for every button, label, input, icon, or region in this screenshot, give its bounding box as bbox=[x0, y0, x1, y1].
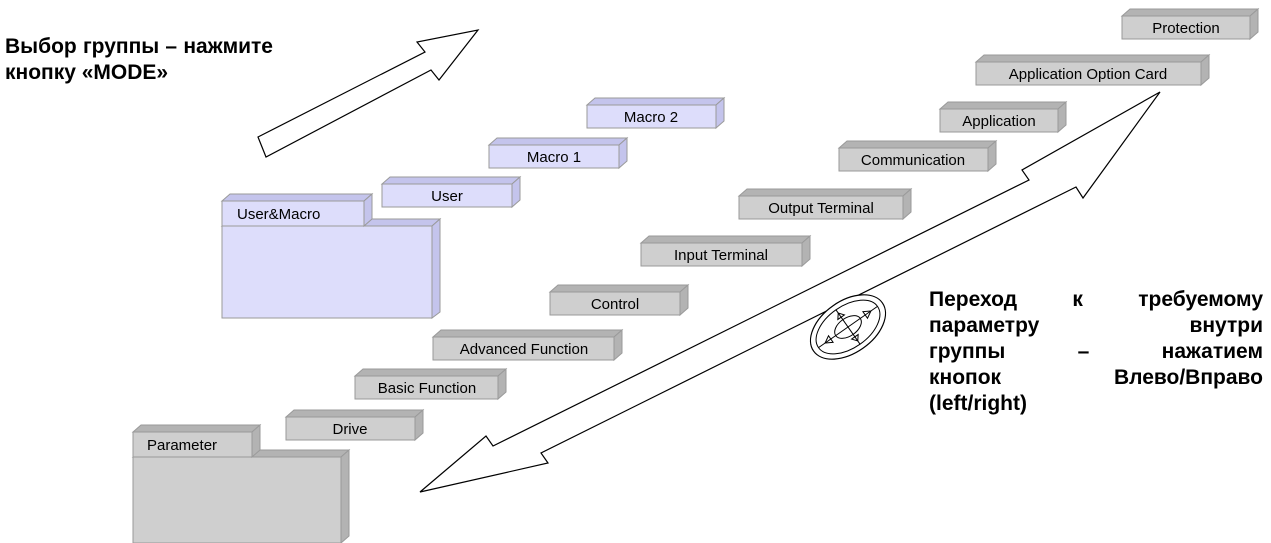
box-basic-function-label: Basic Function bbox=[378, 380, 476, 397]
navigation-keypad-icon bbox=[809, 294, 887, 360]
caption-navigate-line-4: кнопок Влево/Вправо bbox=[929, 366, 1263, 389]
box-application-option-card-label: Application Option Card bbox=[1009, 66, 1167, 83]
caption-navigate-line-5: (left/right) bbox=[929, 392, 1027, 415]
box-communication-label: Communication bbox=[861, 152, 965, 169]
box-communication: Communication bbox=[837, 139, 998, 173]
box-output-terminal-label: Output Terminal bbox=[768, 200, 874, 217]
caption-mode-line-2: кнопку «MODE» bbox=[5, 61, 169, 84]
folder-parameter-label: Parameter bbox=[147, 437, 217, 454]
box-drive: Drive bbox=[284, 408, 425, 442]
box-control: Control bbox=[548, 283, 690, 317]
box-macro-1-label: Macro 1 bbox=[527, 149, 581, 166]
box-macro-2: Macro 2 bbox=[585, 96, 726, 130]
mode-arrow bbox=[257, 29, 480, 158]
box-input-terminal: Input Terminal bbox=[639, 234, 812, 268]
caption-mode: Выбор группы – нажмите кнопку «MODE» bbox=[5, 34, 273, 86]
folder-parameter: Parameter bbox=[131, 423, 351, 543]
folder-user-macro: User&Macro bbox=[220, 192, 442, 319]
caption-navigate: Переход к требуемому параметру внутри гр… bbox=[929, 287, 1263, 417]
box-user-label: User bbox=[431, 188, 463, 205]
box-application-label: Application bbox=[962, 113, 1035, 130]
box-application: Application bbox=[938, 100, 1068, 134]
box-basic-function: Basic Function bbox=[353, 367, 508, 401]
caption-mode-line-1: Выбор группы – нажмите bbox=[5, 35, 273, 58]
left-right-arrow bbox=[419, 91, 1161, 493]
box-macro-2-label: Macro 2 bbox=[624, 109, 678, 126]
box-advanced-function: Advanced Function bbox=[431, 328, 624, 362]
box-drive-label: Drive bbox=[332, 421, 367, 438]
box-input-terminal-label: Input Terminal bbox=[674, 247, 768, 264]
box-macro-1: Macro 1 bbox=[487, 136, 629, 170]
box-user: User bbox=[380, 175, 522, 209]
caption-navigate-line-3: группы – нажатием bbox=[929, 340, 1263, 363]
caption-navigate-line-2: параметру внутри bbox=[929, 314, 1263, 337]
box-advanced-function-label: Advanced Function bbox=[460, 341, 588, 358]
box-protection-label: Protection bbox=[1152, 20, 1220, 37]
box-control-label: Control bbox=[591, 296, 639, 313]
box-output-terminal: Output Terminal bbox=[737, 187, 913, 221]
folder-user-macro-label: User&Macro bbox=[237, 206, 320, 223]
box-protection: Protection bbox=[1120, 7, 1260, 41]
box-application-option-card: Application Option Card bbox=[974, 53, 1211, 87]
caption-navigate-line-1: Переход к требуемому bbox=[929, 288, 1263, 311]
